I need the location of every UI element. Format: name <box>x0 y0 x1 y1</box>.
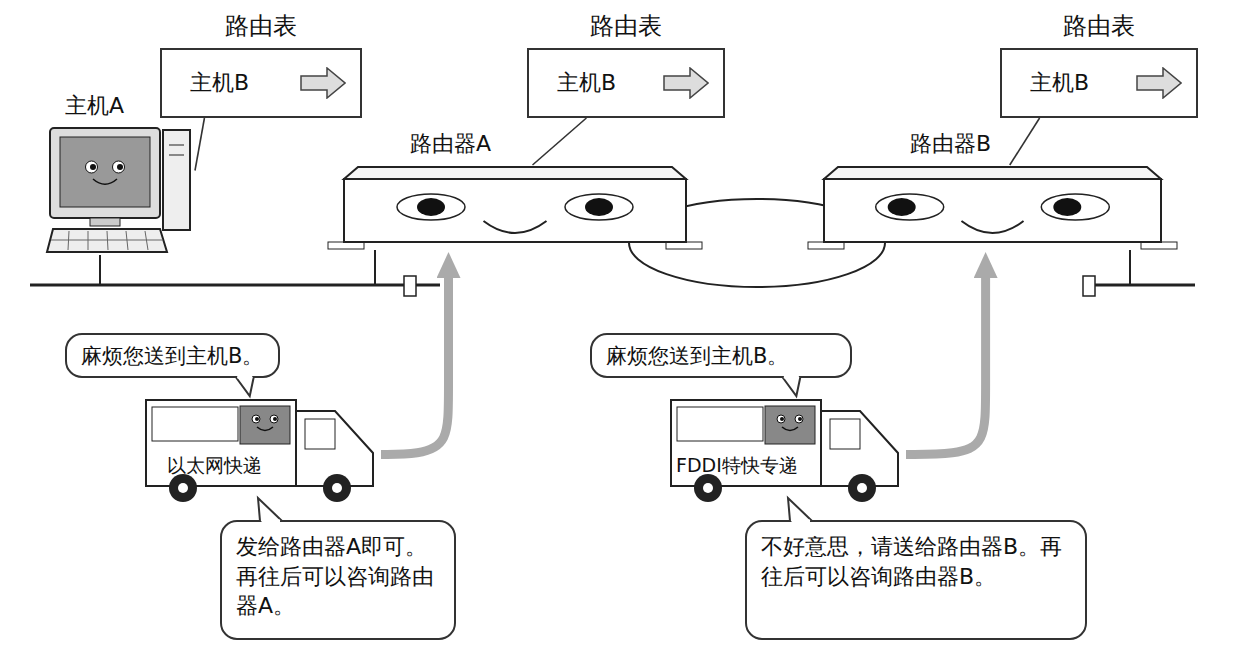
router: 路由器A <box>340 165 690 252</box>
leader-line <box>533 118 587 165</box>
router-icon <box>820 165 1165 252</box>
truck-label: 以太网快递 <box>167 453 262 479</box>
delivery-arrow <box>906 278 986 454</box>
router-label: 路由器B <box>910 129 991 159</box>
router-wire <box>1129 250 1131 285</box>
route-arrow <box>1136 67 1182 99</box>
request-text: 麻烦您送到主机B。 <box>81 341 263 369</box>
table-entry: 主机B <box>190 68 249 98</box>
ethernet-cable <box>30 284 440 287</box>
host-wire <box>99 255 101 285</box>
route-arrow <box>663 67 709 99</box>
delivery-arrow <box>381 278 449 454</box>
router: 路由器B <box>820 165 1165 252</box>
delivery-truck: FDDI特快专递 <box>670 395 900 503</box>
truck-label: FDDI特快专递 <box>676 453 798 479</box>
request-text: 麻烦您送到主机B。 <box>606 341 788 369</box>
host-label: 主机A <box>65 91 124 121</box>
delivery-truck: 以太网快递 <box>145 395 375 503</box>
router-icon <box>340 165 690 252</box>
table-entry: 主机B <box>557 68 616 98</box>
speech-bubble: 麻烦您送到主机B。 <box>65 333 280 378</box>
routing-table: 路由表主机B <box>160 48 362 118</box>
truck-icon <box>145 395 375 503</box>
table-heading: 路由表 <box>162 10 360 42</box>
table-entry: 主机B <box>1030 68 1089 98</box>
routing-table: 路由表主机B <box>1000 48 1198 118</box>
reply-bubble: 发给路由器A即可。再往后可以咨询路由器A。 <box>220 520 456 640</box>
router-label: 路由器A <box>410 129 491 159</box>
leader-line <box>1010 118 1040 165</box>
truck-icon <box>670 395 900 503</box>
reply-text: 不好意思，请送给路由器B。再往后可以咨询路由器B。 <box>745 520 1087 603</box>
router-wire <box>374 250 376 285</box>
routing-table: 路由表主机B <box>527 48 725 118</box>
reply-text: 发给路由器A即可。再往后可以咨询路由器A。 <box>220 520 456 633</box>
leader-line <box>195 118 204 171</box>
ethernet-cable <box>1085 284 1195 287</box>
computer-icon <box>45 125 195 255</box>
terminator <box>1083 276 1095 296</box>
table-heading: 路由表 <box>1002 10 1196 42</box>
host-computer: 主机A <box>45 125 195 255</box>
reply-bubble: 不好意思，请送给路由器B。再往后可以咨询路由器B。 <box>745 520 1087 640</box>
speech-bubble: 麻烦您送到主机B。 <box>590 333 852 378</box>
table-heading: 路由表 <box>529 10 723 42</box>
route-arrow <box>300 67 346 99</box>
terminator <box>404 276 416 296</box>
